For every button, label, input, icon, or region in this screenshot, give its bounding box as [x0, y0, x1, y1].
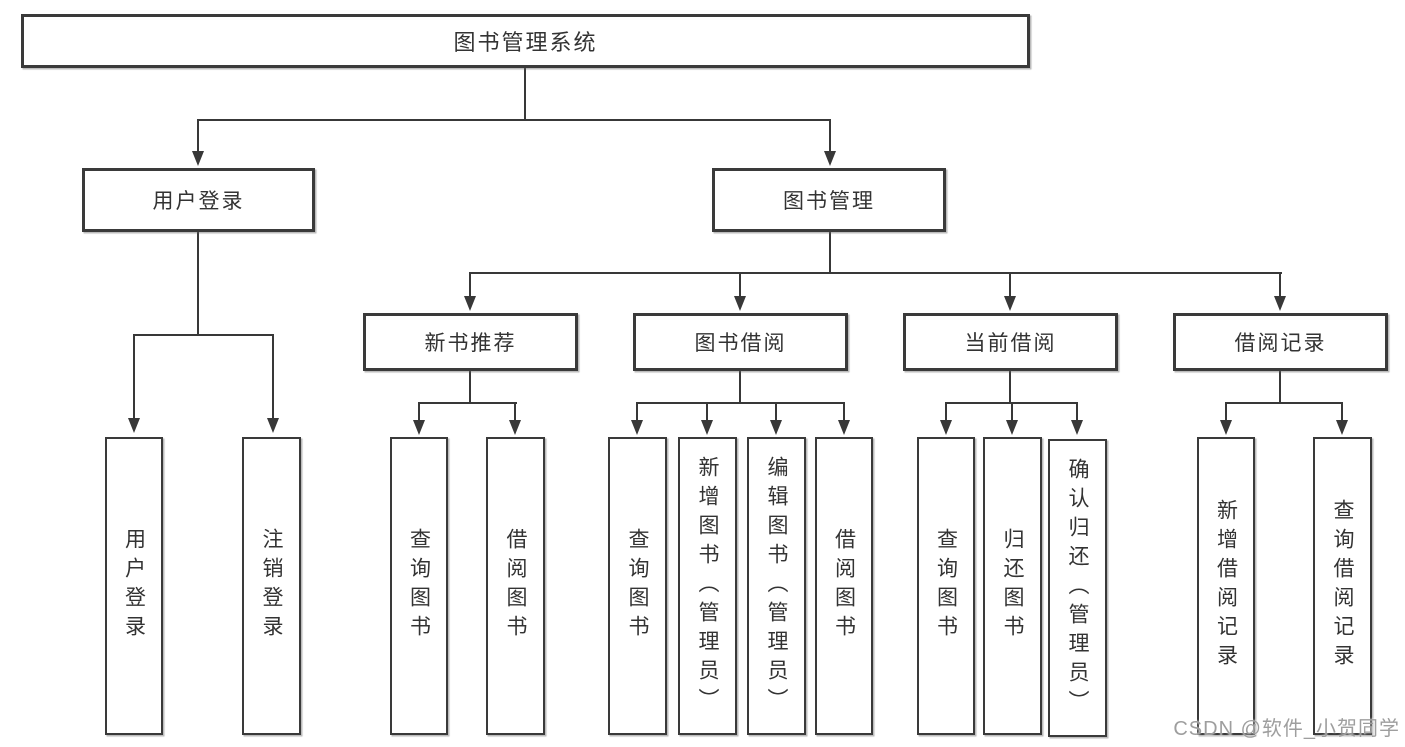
node-label: 确认归还（管理员）: [1066, 457, 1089, 719]
node-label: 当前借阅: [964, 332, 1057, 355]
connector-line: [133, 334, 274, 336]
arrow-down-icon: [1004, 296, 1016, 311]
connector-line: [469, 272, 1282, 274]
leaf-borrow-books-1: 借阅图书: [486, 437, 545, 735]
connector-line: [739, 371, 741, 403]
arrow-down-icon: [1006, 420, 1018, 435]
node-user-login: 用户登录: [82, 168, 315, 232]
node-label: 编辑图书（管理员）: [765, 455, 788, 717]
connector-line: [524, 68, 526, 121]
connector-line: [739, 272, 741, 298]
connector-line: [1279, 272, 1281, 298]
leaf-query-books-2: 查询图书: [608, 437, 667, 735]
node-label: 查询借阅记录: [1331, 499, 1354, 673]
arrow-down-icon: [1220, 420, 1232, 435]
arrow-down-icon: [701, 420, 713, 435]
node-label: 借阅图书: [504, 528, 527, 644]
connector-line: [775, 402, 777, 422]
node-borrow-records: 借阅记录: [1173, 313, 1388, 371]
csdn-watermark: CSDN @软件_小贺同学: [1173, 718, 1400, 740]
connector-line: [1225, 402, 1343, 404]
node-root-system: 图书管理系统: [21, 14, 1030, 68]
node-label: 新增借阅记录: [1214, 499, 1238, 673]
node-label: 借阅图书: [832, 528, 856, 644]
arrow-down-icon: [631, 420, 643, 435]
node-book-management: 图书管理: [712, 168, 946, 232]
node-current-borrow: 当前借阅: [903, 313, 1118, 371]
node-label: 图书管理系统: [453, 30, 598, 55]
leaf-query-books-3: 查询图书: [917, 437, 975, 735]
arrow-down-icon: [838, 420, 850, 435]
arrow-down-icon: [1071, 420, 1083, 435]
connector-line: [197, 119, 831, 121]
connector-line: [1011, 402, 1013, 422]
arrow-down-icon: [940, 420, 952, 435]
leaf-edit-books-admin: 编辑图书（管理员）: [747, 437, 806, 735]
connector-line: [706, 402, 708, 422]
node-new-book-recommend: 新书推荐: [363, 313, 578, 371]
leaf-add-borrow-record: 新增借阅记录: [1197, 437, 1255, 735]
connector-line: [1341, 402, 1343, 422]
connector-line: [829, 232, 831, 274]
node-label: 注销登录: [260, 528, 283, 644]
node-label: 图书管理: [783, 190, 875, 213]
connector-line: [1009, 371, 1011, 403]
arrow-down-icon: [192, 151, 204, 166]
leaf-confirm-return-admin: 确认归还（管理员）: [1048, 439, 1107, 737]
connector-line: [469, 371, 471, 403]
node-label: 新增图书（管理员）: [696, 455, 719, 717]
leaf-query-books-1: 查询图书: [390, 437, 448, 735]
node-label: 用户登录: [152, 190, 245, 213]
node-label: 查询图书: [934, 528, 958, 644]
arrow-down-icon: [824, 151, 836, 166]
arrow-down-icon: [413, 420, 425, 435]
connector-line: [829, 119, 831, 153]
connector-line: [843, 402, 845, 422]
arrow-down-icon: [734, 296, 746, 311]
connector-line: [272, 334, 274, 419]
leaf-add-books-admin: 新增图书（管理员）: [678, 437, 737, 735]
node-label: 查询图书: [626, 528, 649, 644]
arrow-down-icon: [509, 420, 521, 435]
connector-line: [514, 402, 516, 422]
connector-line: [1009, 272, 1011, 298]
connector-line: [1225, 402, 1227, 422]
arrow-down-icon: [267, 418, 279, 433]
connector-line: [418, 402, 420, 422]
leaf-return-books: 归还图书: [983, 437, 1042, 735]
connector-line: [1279, 371, 1281, 403]
connector-line: [1076, 402, 1078, 422]
connector-line: [945, 402, 947, 422]
arrow-down-icon: [1336, 420, 1348, 435]
arrow-down-icon: [464, 296, 476, 311]
arrow-down-icon: [128, 418, 140, 433]
leaf-logout: 注销登录: [242, 437, 301, 735]
node-label: 新书推荐: [424, 332, 517, 355]
connector-line: [133, 334, 135, 419]
node-label: 图书借阅: [694, 332, 787, 355]
connector-line: [418, 402, 517, 404]
arrow-down-icon: [1274, 296, 1286, 311]
node-book-borrow: 图书借阅: [633, 313, 848, 371]
connector-line: [636, 402, 845, 404]
connector-line: [197, 232, 199, 336]
node-label: 用户登录: [122, 528, 146, 644]
node-label: 查询图书: [407, 528, 431, 644]
node-label: 借阅记录: [1234, 332, 1327, 355]
leaf-user-login: 用户登录: [105, 437, 163, 735]
node-label: 归还图书: [1001, 528, 1024, 644]
leaf-borrow-books-2: 借阅图书: [815, 437, 873, 735]
connector-line: [636, 402, 638, 422]
connector-line: [197, 119, 199, 153]
arrow-down-icon: [770, 420, 782, 435]
connector-line: [469, 272, 471, 298]
leaf-query-borrow-record: 查询借阅记录: [1313, 437, 1372, 735]
